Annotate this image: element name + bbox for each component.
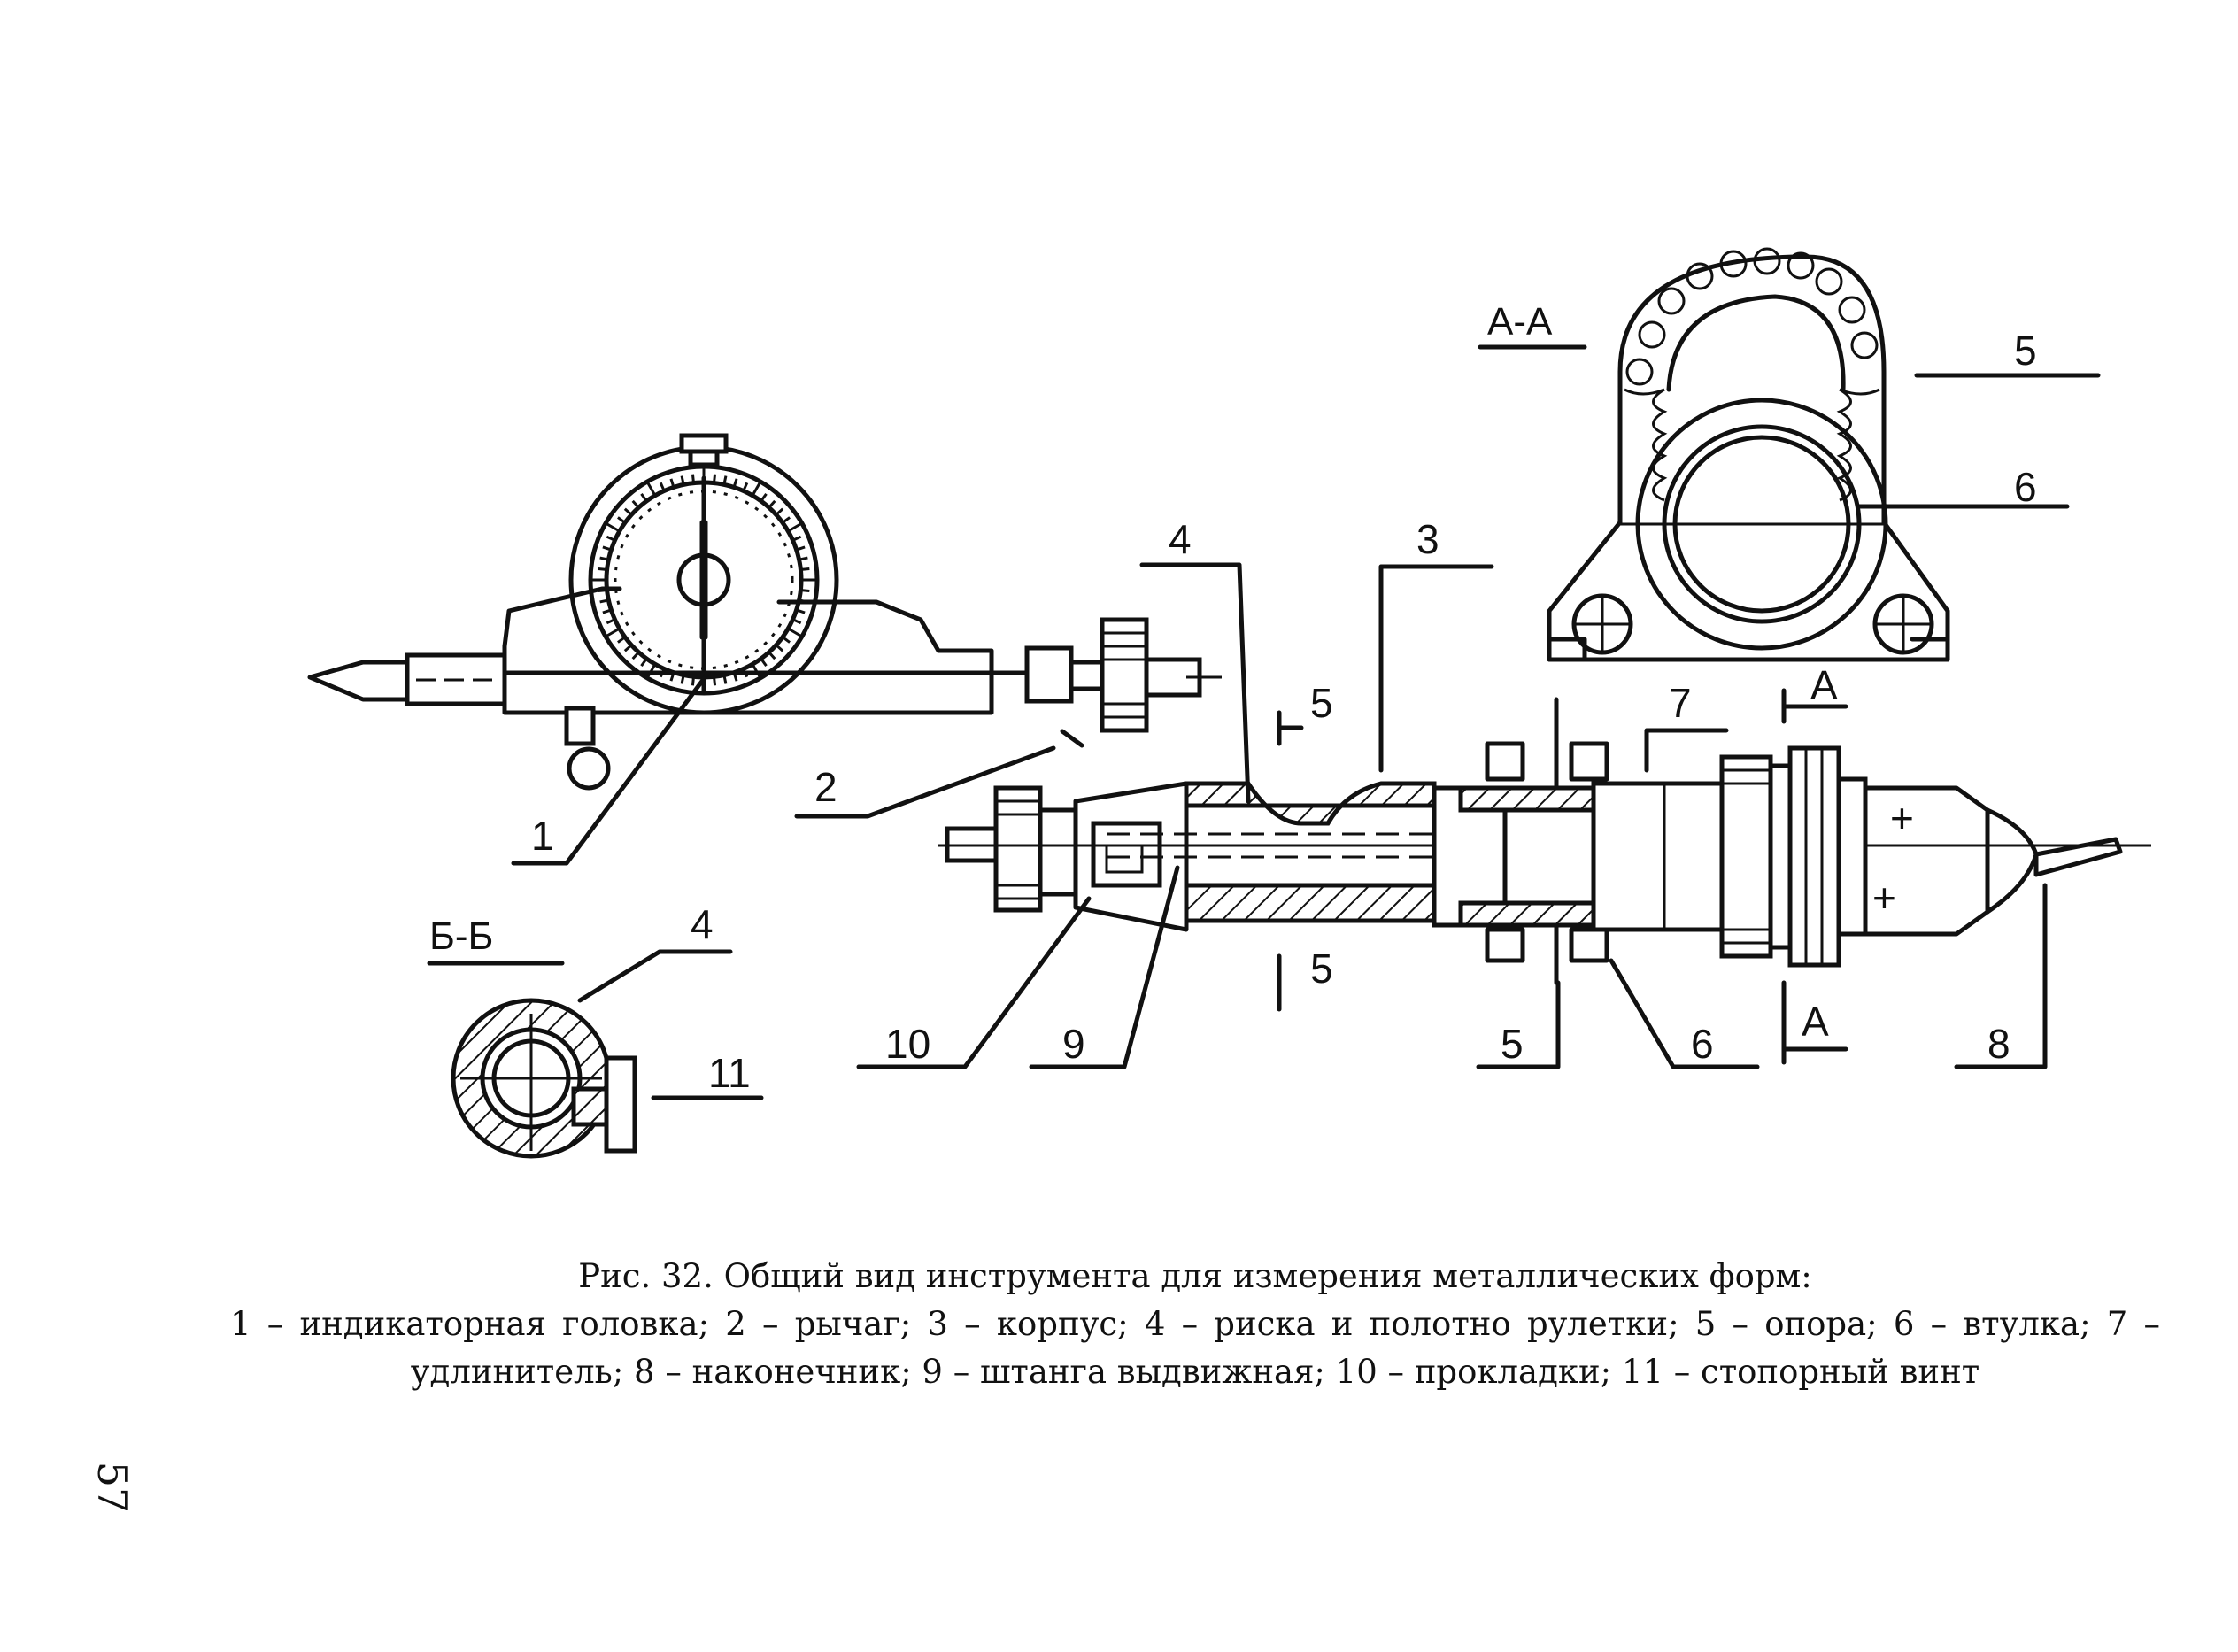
dial-tick xyxy=(793,619,802,625)
dial-tick xyxy=(646,665,656,677)
dial-tick xyxy=(722,475,728,483)
indicator-assembly: 1 2 xyxy=(307,433,1222,866)
dial-tick xyxy=(752,482,761,495)
dial-tick xyxy=(776,507,784,515)
dial-tick xyxy=(646,482,656,495)
plus-marker-bottom: + xyxy=(1872,875,1896,921)
section-bb-label: Б-Б xyxy=(429,915,493,958)
callout-4-section: 4 xyxy=(691,901,714,947)
callout-2: 2 xyxy=(814,764,837,810)
callout-5-bottom: 5 xyxy=(1310,946,1333,992)
dial-tick xyxy=(617,516,625,523)
callout-6-aa: 6 xyxy=(2014,464,2037,510)
bolt-ring xyxy=(1625,247,1879,386)
main-body: + + xyxy=(938,697,2151,985)
dial-tick xyxy=(659,482,665,490)
section-aa-view: А-А 5 6 xyxy=(1478,247,2101,662)
callouts-main: 4 3 5 5 5 6 7 А А 8 9 10 xyxy=(856,516,2048,1069)
dial-tick xyxy=(798,545,806,551)
callout-10: 10 xyxy=(885,1021,930,1067)
dial-tick xyxy=(669,478,675,486)
dial-tick xyxy=(800,556,808,561)
caption-title: Рис. 32. Общий вид инструмента для измер… xyxy=(578,1257,1812,1295)
dial-tick xyxy=(606,628,619,637)
dial-tick xyxy=(789,628,801,637)
dial-tick xyxy=(713,678,717,686)
dial-tick xyxy=(783,516,791,523)
callout-3: 3 xyxy=(1416,516,1439,562)
dial-tick xyxy=(733,478,738,486)
dial-tick xyxy=(760,493,768,501)
dial-tick xyxy=(713,474,717,482)
dial-tick xyxy=(768,652,776,660)
dial-tick xyxy=(802,567,810,571)
dial-tick xyxy=(691,678,695,686)
section-aa-label: А-А xyxy=(1487,300,1553,344)
dial-tick xyxy=(602,609,610,614)
dial-tick xyxy=(602,545,610,551)
dial-tick xyxy=(659,669,665,678)
dial-tick xyxy=(669,674,675,682)
section-a-top: А xyxy=(1810,662,1838,708)
section-a-bottom: А xyxy=(1802,999,1829,1045)
callout-1: 1 xyxy=(531,813,554,859)
caption-legend: 1 – индикаторная головка; 2 – рычаг; 3 –… xyxy=(230,1305,2160,1391)
figure-caption: Рис. 32. Общий вид инструмента для измер… xyxy=(230,1253,2160,1396)
dial-tick xyxy=(606,535,614,541)
callout-6-main: 6 xyxy=(1691,1021,1714,1067)
dial-tick xyxy=(680,676,685,684)
dial-tick xyxy=(631,499,639,507)
plus-marker-top: + xyxy=(1890,795,1914,841)
callout-9: 9 xyxy=(1062,1021,1085,1067)
dial-ticks xyxy=(592,468,815,691)
dial-tick xyxy=(691,474,695,482)
dial-tick xyxy=(680,475,685,483)
section-bb-view: Б-Б 11 4 xyxy=(427,901,764,1159)
dial-tick xyxy=(631,652,639,660)
dial-tick xyxy=(743,669,749,678)
dial-tick xyxy=(623,645,631,652)
page-number: 57 xyxy=(89,1461,136,1514)
dial-tick xyxy=(598,567,606,571)
dial-tick xyxy=(760,659,768,667)
dial-tick xyxy=(623,507,631,515)
callout-11: 11 xyxy=(708,1050,751,1096)
callout-7: 7 xyxy=(1669,680,1692,726)
dial-tick xyxy=(793,535,802,541)
callout-5-support: 5 xyxy=(1501,1021,1524,1067)
dial-tick xyxy=(640,659,647,667)
callout-5-aa: 5 xyxy=(2014,328,2037,374)
dial-tick xyxy=(752,665,761,677)
dial-tick xyxy=(606,522,619,532)
dial-tick xyxy=(599,556,607,561)
callout-8: 8 xyxy=(1987,1021,2010,1067)
dial-tick xyxy=(783,637,791,644)
dial-tick xyxy=(776,645,784,652)
dial-tick xyxy=(768,499,776,507)
dial-tick xyxy=(798,609,806,614)
dial-tick xyxy=(722,676,728,684)
dial-tick xyxy=(640,493,647,501)
dial-tick xyxy=(789,522,801,532)
callout-5-top: 5 xyxy=(1310,680,1333,726)
dial-tick xyxy=(800,598,808,604)
dial-tick xyxy=(599,598,607,604)
callout-4-main: 4 xyxy=(1169,516,1192,562)
dial-tick xyxy=(617,637,625,644)
dial-tick xyxy=(743,482,749,490)
dial-tick xyxy=(606,619,614,625)
dial-tick xyxy=(733,674,738,682)
